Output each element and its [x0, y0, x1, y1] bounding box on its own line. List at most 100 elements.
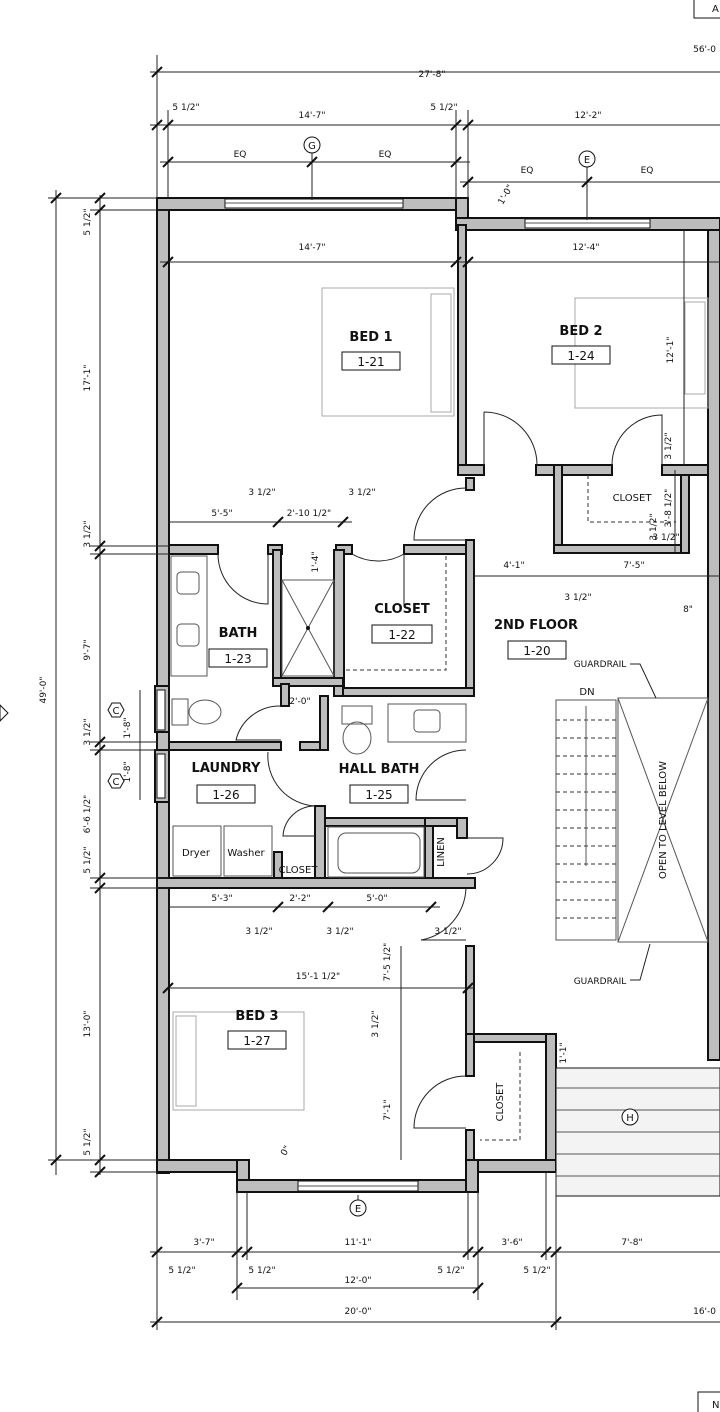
- dim-text: 1'-0": [497, 183, 516, 206]
- dim-text: 3 1/2": [664, 432, 674, 459]
- sink-icon: [176, 571, 200, 595]
- dim-text: 17'-1": [83, 364, 93, 391]
- room-tag-boxes: [196, 345, 611, 1050]
- bed2-south-wall-b: [661, 464, 720, 476]
- label-closet-bed3: CLOSET: [495, 1082, 506, 1122]
- dim-text: 5 1/2": [83, 1128, 93, 1155]
- dim-text: 2'-10 1/2": [287, 509, 331, 519]
- grid-marker-g: [303, 136, 321, 154]
- room-name-bed1: BED 1: [349, 330, 392, 345]
- grid-marker-e-bottom-label: E: [355, 1204, 361, 1215]
- bed2-door-jamb: [457, 464, 485, 476]
- windows: [156, 198, 651, 1192]
- dim-text: 5'-3": [211, 894, 232, 904]
- wc-stub: [280, 683, 290, 707]
- label-open-to-below: OPEN TO LEVEL BELOW: [658, 761, 669, 879]
- dim-text: 2'-2": [289, 894, 310, 904]
- closet-south-wall: [342, 687, 475, 697]
- grid-marker-c1: [107, 702, 125, 718]
- stair: [555, 699, 617, 941]
- grid-marker-g-label: G: [308, 141, 316, 152]
- dim-text: 27'-8": [418, 70, 445, 80]
- dim-text: 3'-7": [193, 1238, 214, 1248]
- dim-text: 15'-1 1/2": [296, 972, 340, 982]
- bed3-bed: [172, 1011, 305, 1111]
- room-name-laundry: LAUNDRY: [192, 761, 261, 776]
- room-name-bath: BATH: [219, 626, 258, 641]
- room-name-bed3: BED 3: [235, 1009, 278, 1024]
- open-to-below: [617, 697, 709, 943]
- dim-text: 12'-1": [666, 336, 676, 363]
- dim-text: 7'-8": [621, 1238, 642, 1248]
- dim-text: 1'-4": [311, 551, 321, 572]
- label-dryer: Dryer: [182, 848, 211, 859]
- room-labels: BED 1 1-21 BED 2 1-24 BATH 1-23 CLOSET 1…: [182, 324, 669, 1121]
- room-tag-bed1: 1-21: [357, 355, 384, 369]
- dim-text: 3'-6": [501, 1238, 522, 1248]
- doors: [217, 411, 663, 1129]
- linen-jamb: [456, 817, 468, 839]
- dim-text: 7'-5": [623, 561, 644, 571]
- dim-text: 16'-0: [693, 1307, 716, 1317]
- bed3-closet-shelf: [480, 1052, 521, 1141]
- corner-tag-top: [693, 0, 720, 19]
- bed2-door: [483, 411, 538, 466]
- dim-text: 4'-1": [503, 561, 524, 571]
- dim-text: 3 1/2": [248, 488, 275, 498]
- dim-text: 5 1/2": [168, 1266, 195, 1276]
- bath-south-wall: [168, 741, 282, 751]
- dim-text: 8": [683, 605, 693, 615]
- dim-text: 1'-8": [123, 717, 133, 738]
- dimension-lines: [48, 55, 720, 1330]
- laundry-door: [267, 751, 316, 807]
- linen-north-wall: [424, 817, 458, 827]
- dim-text: 3 1/2": [652, 533, 679, 543]
- tub-north-wall: [324, 817, 426, 827]
- dim-text: 5 1/2": [83, 208, 93, 235]
- bed1-south-wall-a: [168, 544, 219, 555]
- room-tag-laundry: 1-26: [212, 788, 239, 802]
- label-closet-bed2: CLOSET: [613, 493, 653, 504]
- dimension-text: 27'-8" 56'-0 5 1/2" 14'-7" 5 1/2" 12'-2"…: [39, 45, 716, 1317]
- dim-text: EQ: [641, 166, 654, 176]
- room-name-bed2: BED 2: [559, 324, 602, 339]
- dim-text: 49'-0": [39, 676, 49, 703]
- dim-text: 3 1/2": [434, 927, 461, 937]
- bed2-south-wall-a: [535, 464, 613, 476]
- bed1-bed: [321, 287, 455, 417]
- shower-west-wall: [272, 549, 282, 683]
- fixtures: [170, 287, 720, 1197]
- grid-marker-h: [621, 1108, 639, 1126]
- bathtub: [327, 826, 425, 878]
- dim-text: 3 1/2": [83, 520, 93, 547]
- bed1-closet-door: [413, 487, 467, 541]
- linen-west-wall: [424, 817, 434, 881]
- south-jog-east: [465, 1159, 479, 1193]
- grid-marker-c2-label: C: [113, 777, 120, 788]
- dim-text: 12'-2": [574, 111, 601, 121]
- bed1-closet-jamb: [465, 477, 475, 491]
- bed3-closet-north: [465, 1033, 551, 1043]
- dim-text: 6'-6 1/2": [83, 795, 93, 834]
- bed2-closet-west: [553, 464, 563, 554]
- toilet-icon: [188, 699, 222, 725]
- dim-text: 3 1/2": [326, 927, 353, 937]
- dim-text: 0": [279, 1144, 293, 1158]
- room-tag-hall-bath: 1-25: [365, 788, 392, 802]
- bed3-closet-door: [413, 1075, 467, 1129]
- dryer: [172, 825, 222, 877]
- shower: [281, 579, 335, 677]
- bed3-closet-west-a: [465, 1033, 475, 1077]
- dim-text: 5 1/2": [523, 1266, 550, 1276]
- bed2-closet-east: [680, 474, 690, 554]
- label-guardrail-bottom: GUARDRAIL: [574, 977, 627, 987]
- dim-text: 5'-0": [366, 894, 387, 904]
- dim-text: 7'-1": [383, 1099, 393, 1120]
- room-name-closet: CLOSET: [374, 602, 430, 617]
- bed3-closet-east: [545, 1033, 557, 1173]
- bed2-closet-south: [553, 544, 690, 554]
- grid-marker-c2: [107, 773, 125, 789]
- label-washer: Washer: [227, 848, 265, 859]
- dim-text: 5'-5": [211, 509, 232, 519]
